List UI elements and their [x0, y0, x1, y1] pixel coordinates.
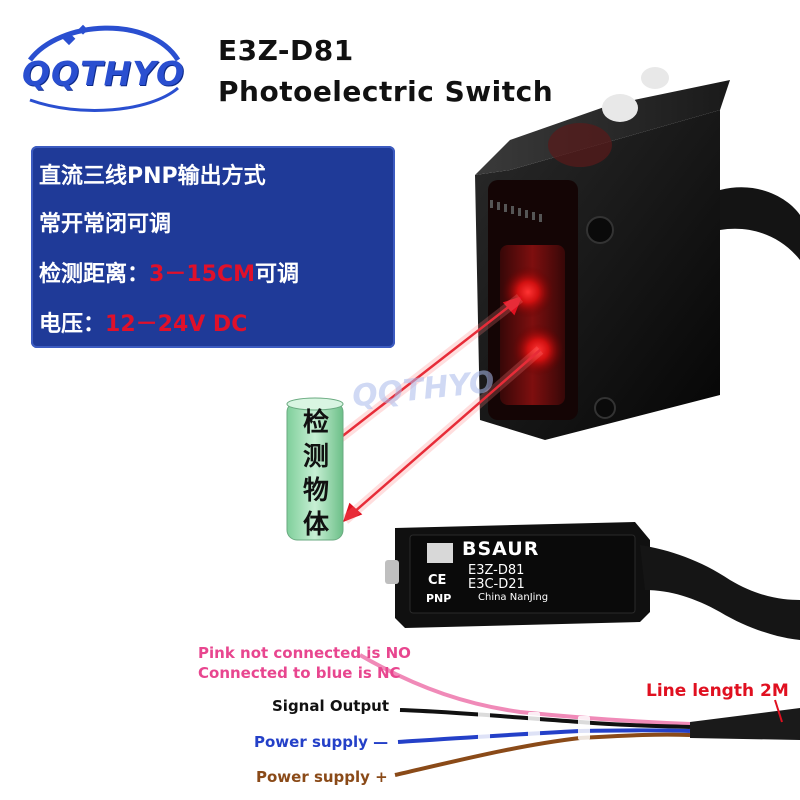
detected-object-cylinder	[286, 397, 344, 541]
model-title: E3Z-D81	[218, 34, 354, 67]
light-beams	[339, 295, 541, 523]
wire-pink-label-1: Pink not connected is NO	[198, 644, 411, 662]
ce-mark: CE	[428, 573, 447, 588]
spec-box: 直流三线PNP输出方式 常开常闭可调 检测距离：3－15CM可调 电压：12－2…	[31, 146, 395, 348]
device-brand: BSAUR	[462, 538, 540, 560]
spec-distance: 检测距离：3－15CM可调	[39, 256, 299, 288]
line-length-label: Line length 2M	[646, 681, 789, 701]
main-sensor	[475, 67, 800, 440]
wire-pink-label-2: Connected to blue is NC	[198, 664, 401, 682]
brand-logo-text: QQTHYO	[22, 54, 186, 93]
beam-glow	[336, 294, 544, 524]
spec-voltage: 电压：12－24V DC	[39, 306, 247, 338]
spec-distance-suffix: 可调	[254, 262, 299, 287]
spec-no-nc: 常开常闭可调	[39, 212, 172, 237]
spec-output-type: 直流三线PNP输出方式	[39, 164, 266, 189]
device-model-1: E3Z-D81	[468, 563, 525, 578]
spec-voltage-value: 12－24V DC	[105, 312, 248, 337]
device-type: PNP	[426, 592, 452, 605]
wire-signal-label: Signal Output	[272, 697, 390, 715]
small-sensor	[385, 522, 800, 640]
device-origin: China NanJing	[478, 592, 549, 603]
spec-voltage-label: 电压：	[39, 312, 106, 337]
spec-distance-value: 3－15CM	[149, 262, 255, 287]
product-title: Photoelectric Switch	[218, 75, 554, 108]
spec-distance-label: 检测距离：	[39, 262, 150, 287]
detected-object-label: 检测物体	[302, 408, 329, 540]
cable-and-wires	[358, 653, 800, 777]
wire-power-plus-label: Power supply +	[256, 768, 388, 786]
device-model-2: E3C-D21	[468, 577, 525, 592]
wire-power-minus-label: Power supply —	[254, 733, 389, 751]
